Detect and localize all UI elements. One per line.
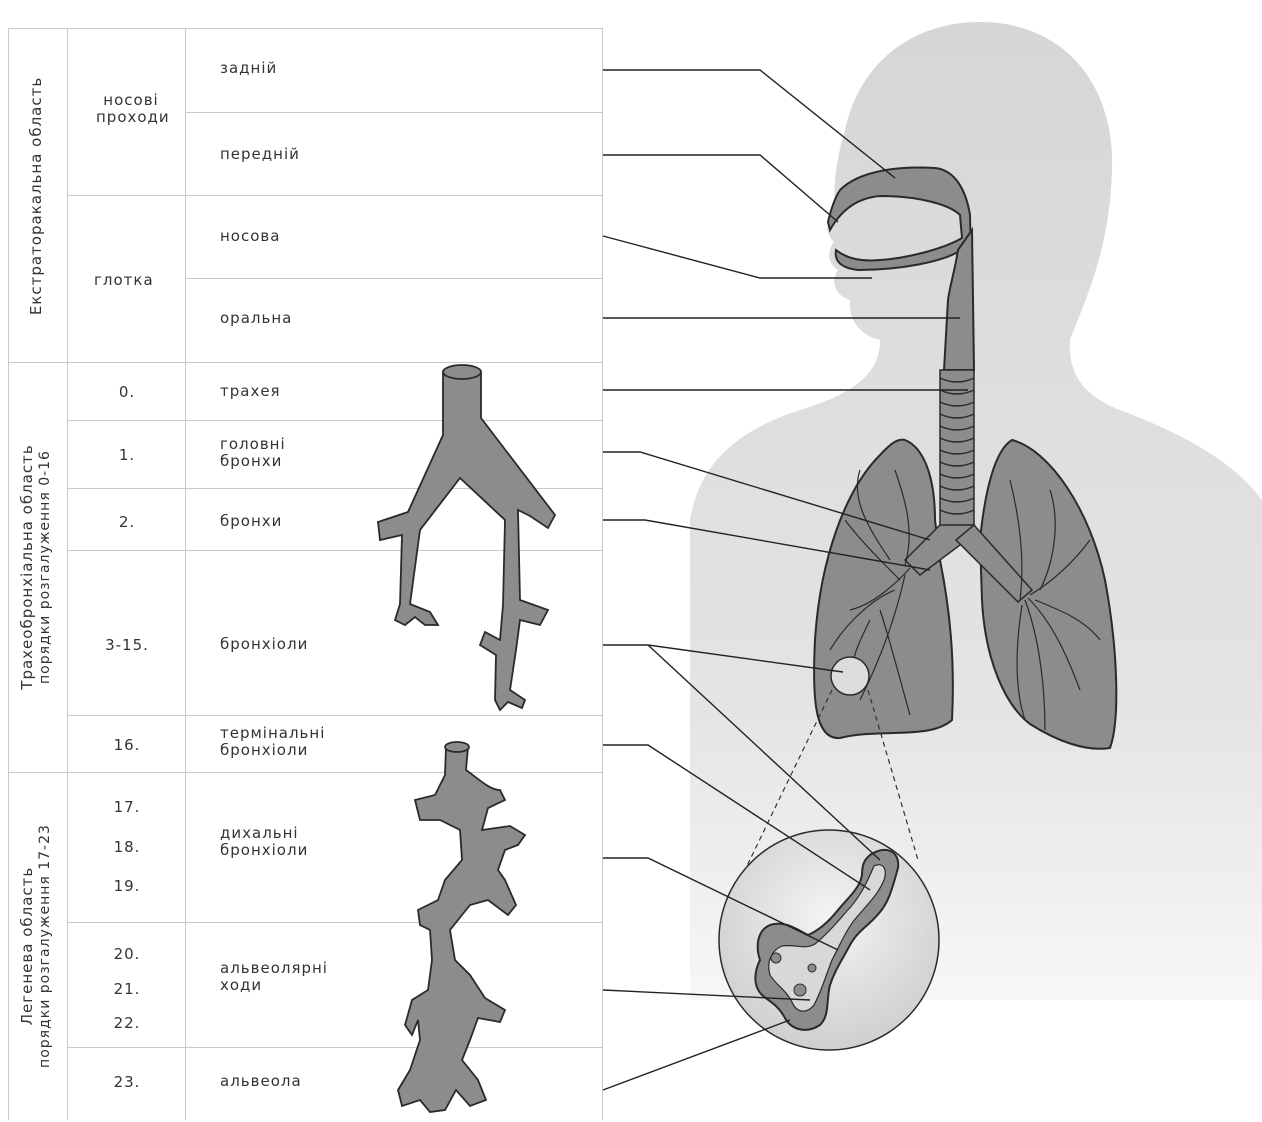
trachea: [940, 370, 974, 530]
lung-zoom-target: [831, 657, 869, 695]
airway-branch-diagram-upper: [378, 365, 555, 710]
alveolus-bubble: [771, 953, 781, 963]
alveolus-bubble: [794, 984, 806, 996]
airway-branch-diagram-lower: [398, 742, 525, 1112]
alveolus-bubble: [808, 964, 816, 972]
